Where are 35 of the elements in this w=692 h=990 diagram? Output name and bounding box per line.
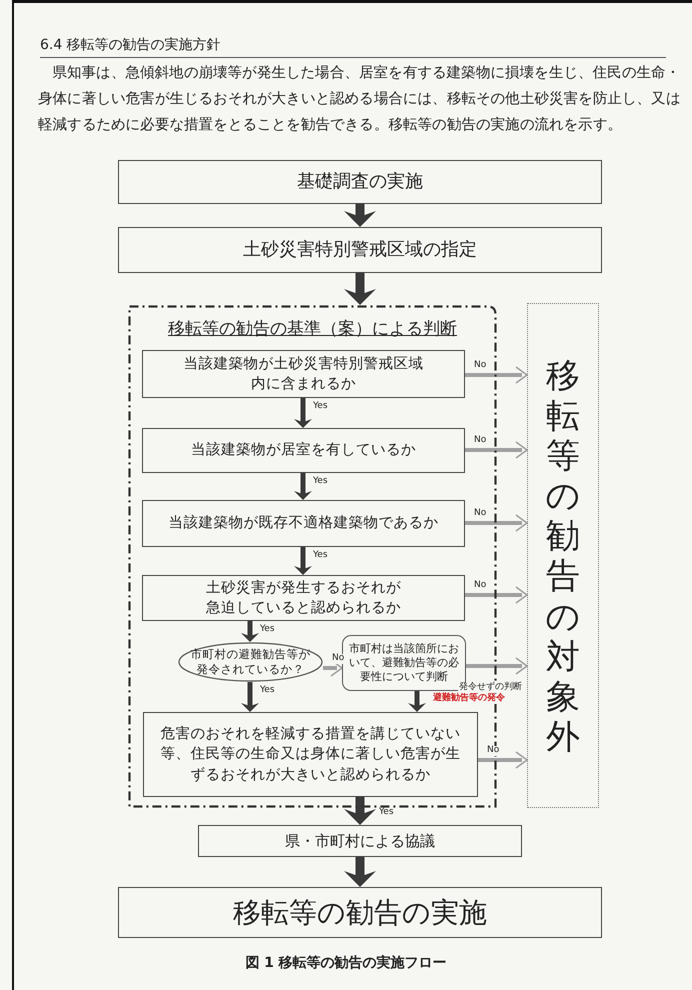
figure-caption: 図 1 移転等の勧告の実施フロー — [244, 954, 448, 972]
edge-label: No — [486, 746, 500, 756]
process-box: 当該建築物が既存不適格建築物であるか — [142, 500, 465, 547]
dotted-box: 移転等の勧告の対象外 — [527, 303, 599, 808]
arrow — [344, 857, 376, 887]
arrow — [344, 797, 376, 825]
section-title: 6.4 移転等の勧告の実施方針 — [40, 36, 221, 54]
process-box: 移転等の勧告の実施 — [118, 887, 602, 938]
process-box: 土砂災害が発生するおそれが急迫していると認められるか — [142, 575, 465, 621]
process-box: 土砂災害特別警戒区域の指定 — [118, 227, 602, 273]
arrow — [465, 441, 528, 459]
arrow — [466, 657, 528, 675]
arrow — [465, 514, 528, 532]
group-title: 移転等の勧告の基準（案）による判断 — [167, 318, 458, 340]
process-box: 県・市町村による協議 — [198, 825, 522, 857]
arrow — [465, 366, 528, 384]
process-box: 当該建築物が居室を有しているか — [142, 428, 465, 473]
process-box: 当該建築物が土砂災害特別警戒区域内に含まれるか — [142, 350, 465, 398]
paragraph: 県知事は、急傾斜地の崩壊等が発生した場合、居室を有する建築物に損壊を生じ、住民の生命・身体に著しい危害が生じるおそれが大きいと認める場合には、移転その他土砂災害を防止し、又は軽減するために必要な措置をとることを勧告できる。移転等の勧告の実施の流れを示す。 — [38, 64, 682, 135]
arrow — [241, 621, 259, 642]
arrow — [408, 691, 426, 712]
arrow — [294, 547, 312, 575]
edge-label: 発令せずの判断 — [458, 683, 523, 693]
process-box: 危害のおそれを軽減する措置を講じていない等、住民等の生命又は身体に著しい危害が生ずるおそれが大きいと認められるか — [143, 712, 478, 797]
arrow — [294, 473, 312, 500]
decision-ellipse: 市町村の避難勧告等が発令されているか？ — [178, 642, 323, 682]
arrow — [344, 204, 376, 227]
arrow — [465, 586, 528, 604]
process-box: 基礎調査の実施 — [118, 160, 602, 204]
edge-label: 避難勧告等の発令 — [432, 694, 506, 704]
arrow — [478, 751, 528, 769]
arrow — [294, 398, 312, 428]
arrow — [344, 273, 376, 305]
edge-label: No — [331, 654, 346, 664]
arrow — [241, 682, 259, 712]
